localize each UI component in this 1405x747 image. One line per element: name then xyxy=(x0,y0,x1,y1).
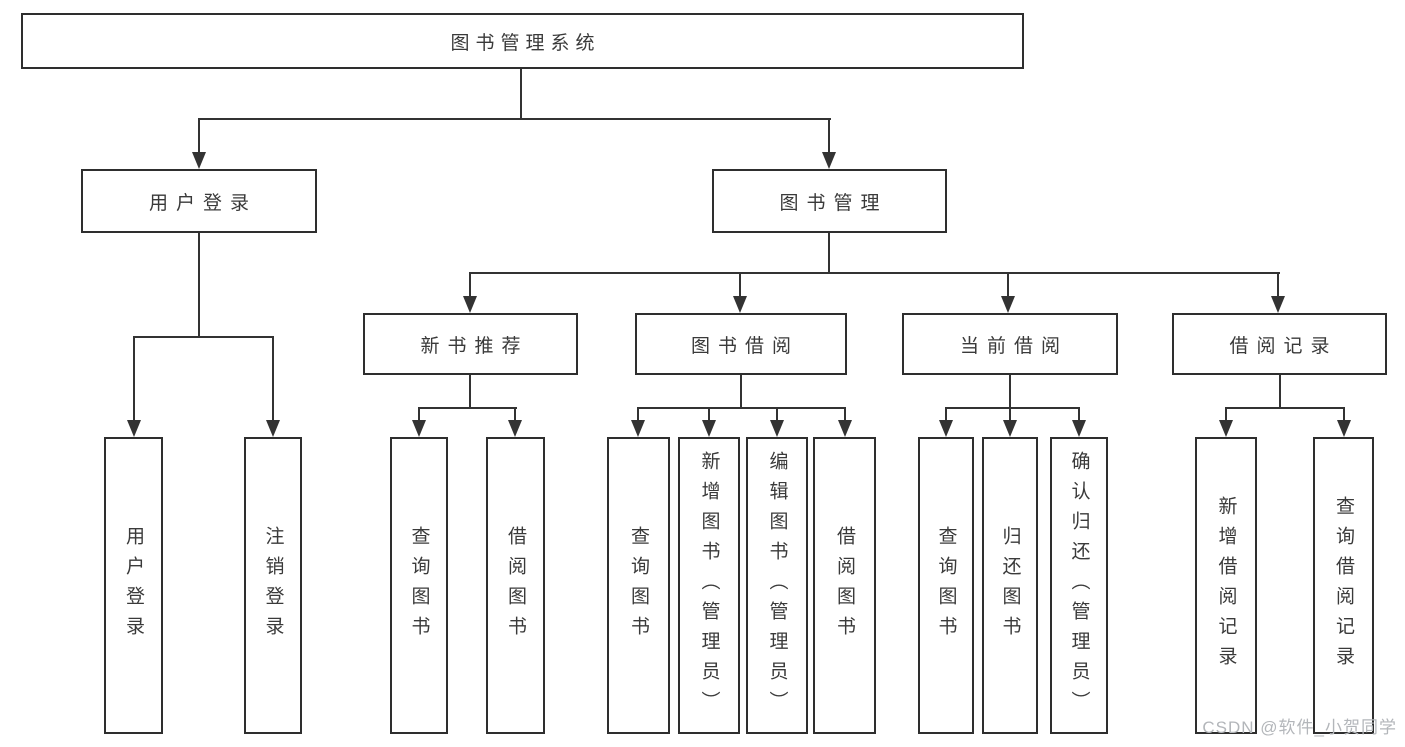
connector-drop-leaf xyxy=(1343,407,1345,422)
arrow-leaf xyxy=(1072,420,1086,437)
connector-drop-leaf xyxy=(1225,407,1227,422)
connector-drop-book-borrow xyxy=(739,272,741,298)
connector-drop-leaf xyxy=(133,336,135,421)
leaf-query-book: 查询图书 xyxy=(607,437,670,734)
arrow-leaf xyxy=(838,420,852,437)
leaf-edit-book-admin: 编辑图书（管理员） xyxy=(746,437,808,734)
arrow-leaf xyxy=(1219,420,1233,437)
leaf-label: 新增借阅记录 xyxy=(1215,495,1237,676)
leaf-label: 注销登录 xyxy=(262,525,284,646)
connector-user-login-stem xyxy=(198,233,200,338)
arrow-user-login xyxy=(192,152,206,169)
leaf-label: 查询借阅记录 xyxy=(1333,495,1354,676)
connector-drop-borrow-record xyxy=(1277,272,1279,298)
connector-drop-leaf xyxy=(776,407,778,422)
leaf-label: 用户登录 xyxy=(123,525,144,646)
connector-drop-leaf xyxy=(272,336,274,421)
arrow-leaf xyxy=(631,420,645,437)
leaf-query-borrow-record: 查询借阅记录 xyxy=(1313,437,1374,734)
connector-drop-leaf xyxy=(844,407,846,422)
connector-book-borrow-stem xyxy=(740,375,742,409)
connector-drop-book-mgmt xyxy=(828,118,830,153)
leaf-return-book: 归还图书 xyxy=(982,437,1038,734)
leaf-label: 确认归还（管理员） xyxy=(1068,450,1090,721)
arrow-leaf xyxy=(702,420,716,437)
leaf-label: 查询图书 xyxy=(935,525,957,646)
node-current-borrow: 当前借阅 xyxy=(902,313,1118,375)
leaf-label: 编辑图书（管理员） xyxy=(766,450,788,721)
arrow-leaf xyxy=(770,420,784,437)
arrow-leaf xyxy=(412,420,426,437)
connector-current-borrow-stem xyxy=(1009,375,1011,409)
leaf-add-book-admin: 新增图书（管理员） xyxy=(678,437,740,734)
leaf-borrow-book: 借阅图书 xyxy=(486,437,545,734)
connector-new-book-bus xyxy=(418,407,517,409)
connector-level3-bus xyxy=(469,272,1280,274)
connector-book-borrow-bus xyxy=(637,407,846,409)
arrow-leaf xyxy=(266,420,280,437)
connector-level2-bus xyxy=(198,118,831,120)
leaf-query-book: 查询图书 xyxy=(390,437,448,734)
node-root: 图书管理系统 xyxy=(21,13,1024,69)
connector-book-mgmt-stem xyxy=(828,233,830,274)
connector-root-stem xyxy=(520,69,522,120)
leaf-confirm-return-admin: 确认归还（管理员） xyxy=(1050,437,1108,734)
connector-drop-leaf xyxy=(637,407,639,422)
leaf-label: 归还图书 xyxy=(999,525,1021,646)
leaf-label: 新增图书（管理员） xyxy=(698,450,720,721)
connector-current-borrow-bus xyxy=(945,407,1080,409)
arrow-leaf xyxy=(939,420,953,437)
connector-new-book-stem xyxy=(469,375,471,409)
connector-drop-leaf xyxy=(418,407,420,422)
leaf-label: 借阅图书 xyxy=(834,525,855,646)
arrow-leaf xyxy=(127,420,141,437)
connector-drop-current-borrow xyxy=(1007,272,1009,298)
arrow-leaf xyxy=(1337,420,1351,437)
node-user-login: 用户登录 xyxy=(81,169,317,233)
leaf-query-book: 查询图书 xyxy=(918,437,974,734)
leaf-user-login: 用户登录 xyxy=(104,437,163,734)
arrow-leaf xyxy=(1003,420,1017,437)
node-borrow-record: 借阅记录 xyxy=(1172,313,1387,375)
node-book-mgmt: 图书管理 xyxy=(712,169,947,233)
arrow-borrow-record xyxy=(1271,296,1285,313)
leaf-logout: 注销登录 xyxy=(244,437,302,734)
connector-drop-leaf xyxy=(945,407,947,422)
connector-drop-new-book xyxy=(469,272,471,298)
csdn-watermark: CSDN @软件_小贺同学 xyxy=(1202,718,1397,737)
connector-drop-user-login xyxy=(198,118,200,153)
leaf-borrow-book: 借阅图书 xyxy=(813,437,876,734)
connector-drop-leaf xyxy=(514,407,516,422)
arrow-book-mgmt xyxy=(822,152,836,169)
connector-borrow-record-bus xyxy=(1225,407,1345,409)
connector-borrow-record-stem xyxy=(1279,375,1281,409)
arrow-current-borrow xyxy=(1001,296,1015,313)
leaf-label: 借阅图书 xyxy=(505,525,526,646)
connector-drop-leaf xyxy=(1009,407,1011,422)
connector-drop-leaf xyxy=(1078,407,1080,422)
arrow-leaf xyxy=(508,420,522,437)
leaf-add-borrow-record: 新增借阅记录 xyxy=(1195,437,1257,734)
arrow-book-borrow xyxy=(733,296,747,313)
connector-drop-leaf xyxy=(708,407,710,422)
arrow-new-book xyxy=(463,296,477,313)
node-new-book: 新书推荐 xyxy=(363,313,578,375)
leaf-label: 查询图书 xyxy=(408,525,430,646)
leaf-label: 查询图书 xyxy=(628,525,649,646)
connector-user-login-bus xyxy=(133,336,274,338)
node-book-borrow: 图书借阅 xyxy=(635,313,847,375)
